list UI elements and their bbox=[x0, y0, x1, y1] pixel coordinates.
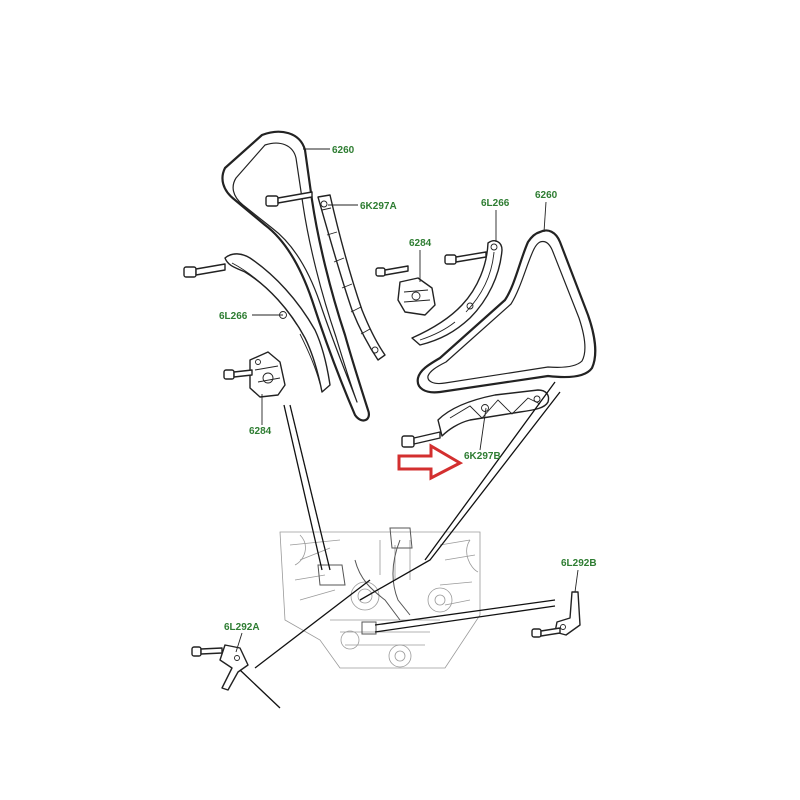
part-labels: 6260 6K297A 6284 6L266 6260 6L266 6284 6… bbox=[219, 145, 597, 633]
label-6l266-left: 6L266 bbox=[219, 311, 248, 322]
timing-chain-right[interactable] bbox=[416, 229, 597, 394]
right-arrow-icon bbox=[397, 443, 464, 481]
bolt-icon bbox=[223, 369, 253, 380]
tensioner-rail-6l266-right[interactable] bbox=[411, 240, 503, 346]
label-6260-right: 6260 bbox=[535, 190, 558, 201]
bracket-6l292a[interactable] bbox=[219, 644, 249, 691]
label-6284-left: 6284 bbox=[249, 426, 272, 437]
chain-guide-6k297b[interactable] bbox=[437, 389, 550, 437]
label-6l266-right: 6L266 bbox=[481, 198, 510, 209]
chain-guide-6k297a[interactable] bbox=[317, 194, 386, 361]
label-6k297a: 6K297A bbox=[360, 201, 397, 212]
engine-block bbox=[279, 527, 481, 669]
tensioner-rail-6l266-left[interactable] bbox=[224, 253, 331, 393]
bolt-icon bbox=[531, 627, 561, 638]
label-6k297b: 6K297B bbox=[464, 451, 501, 462]
leader-lines bbox=[235, 148, 579, 653]
bracket-6l292b[interactable] bbox=[554, 591, 581, 636]
callout-lines bbox=[239, 381, 561, 709]
bolt-icon bbox=[444, 251, 487, 265]
bolt-icon bbox=[191, 646, 223, 657]
label-6l292b: 6L292B bbox=[561, 558, 597, 569]
chain-tensioner-6284-left[interactable] bbox=[249, 351, 286, 398]
label-6l292a: 6L292A bbox=[224, 622, 260, 633]
label-6260-left: 6260 bbox=[332, 145, 355, 156]
bolt-icon bbox=[265, 191, 313, 207]
bolt-icon bbox=[375, 265, 409, 277]
bolt-icon bbox=[183, 263, 226, 278]
chain-tensioner-6284-upper[interactable] bbox=[397, 277, 436, 316]
timing-chain-left[interactable] bbox=[221, 130, 370, 422]
bolt-icon bbox=[401, 431, 441, 448]
label-6284-upper: 6284 bbox=[409, 238, 432, 249]
